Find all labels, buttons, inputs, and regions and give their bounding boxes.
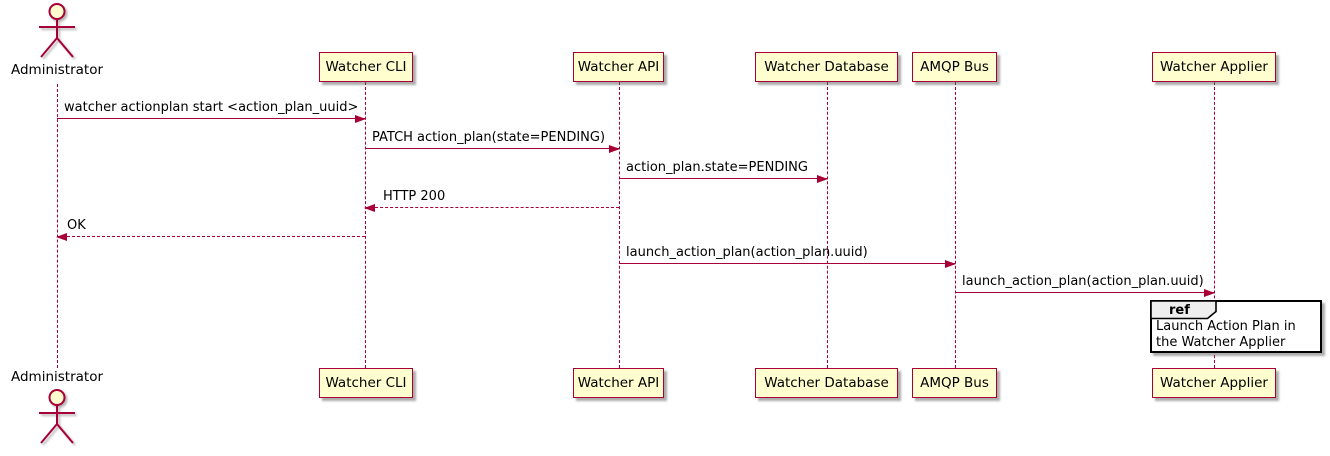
arrowhead-left-icon <box>56 233 67 241</box>
participant-amqp-bus: AMQP Bus <box>912 52 997 82</box>
lifeline-amqp-bus <box>955 82 956 368</box>
message-label: PATCH action_plan(state=PENDING) <box>372 130 606 145</box>
ref-tab-icon <box>1150 300 1217 320</box>
message-actionplan-start: watcher actionplan start <action_plan_uu… <box>57 99 366 123</box>
message-label: HTTP 200 <box>383 189 446 204</box>
message-label: launch_action_plan(action_plan.uuid) <box>626 245 868 260</box>
message-patch-action-plan: PATCH action_plan(state=PENDING) <box>365 129 620 153</box>
message-state-pending: action_plan.state=PENDING <box>619 159 828 183</box>
lifeline-administrator <box>57 84 58 368</box>
participant-amqp-bus-bottom: AMQP Bus <box>912 368 997 398</box>
message-http-200: HTTP 200 <box>364 188 619 212</box>
message-launch-action-plan-applier: launch_action_plan(action_plan.uuid) <box>955 273 1215 297</box>
lifeline-watcher-api <box>619 82 620 368</box>
arrowhead-left-icon <box>364 204 375 212</box>
arrowhead-right-icon <box>1204 289 1215 297</box>
participant-watcher-applier-bottom: Watcher Applier <box>1152 368 1276 398</box>
ref-keyword: ref <box>1169 303 1190 318</box>
ref-text: Launch Action Plan in the Watcher Applie… <box>1156 319 1296 350</box>
arrowhead-right-icon <box>609 145 620 153</box>
participant-watcher-api: Watcher API <box>573 52 664 82</box>
message-label: action_plan.state=PENDING <box>626 160 808 175</box>
participant-watcher-cli-bottom: Watcher CLI <box>319 368 413 398</box>
lifeline-watcher-cli <box>365 82 366 368</box>
arrowhead-right-icon <box>817 175 828 183</box>
lifeline-watcher-database <box>827 82 828 368</box>
message-label: OK <box>67 218 86 233</box>
lifeline-watcher-applier <box>1214 82 1215 368</box>
arrowhead-right-icon <box>945 260 956 268</box>
actor-icon-bottom <box>39 389 75 444</box>
participant-watcher-cli: Watcher CLI <box>319 52 413 82</box>
actor-label-bottom: Administrator <box>10 369 104 385</box>
arrowhead-right-icon <box>355 115 366 123</box>
message-label: launch_action_plan(action_plan.uuid) <box>962 274 1204 289</box>
participant-watcher-applier: Watcher Applier <box>1152 52 1276 82</box>
message-label: watcher actionplan start <action_plan_uu… <box>64 100 359 115</box>
ref-fragment: ref Launch Action Plan in the Watcher Ap… <box>1150 300 1322 353</box>
participant-watcher-api-bottom: Watcher API <box>573 368 664 398</box>
participant-watcher-database: Watcher Database <box>755 52 898 82</box>
message-ok: OK <box>56 217 365 241</box>
actor-label: Administrator <box>10 62 104 78</box>
actor-icon <box>39 3 75 58</box>
message-launch-action-plan-amqp: launch_action_plan(action_plan.uuid) <box>619 244 956 268</box>
participant-watcher-database-bottom: Watcher Database <box>755 368 898 398</box>
